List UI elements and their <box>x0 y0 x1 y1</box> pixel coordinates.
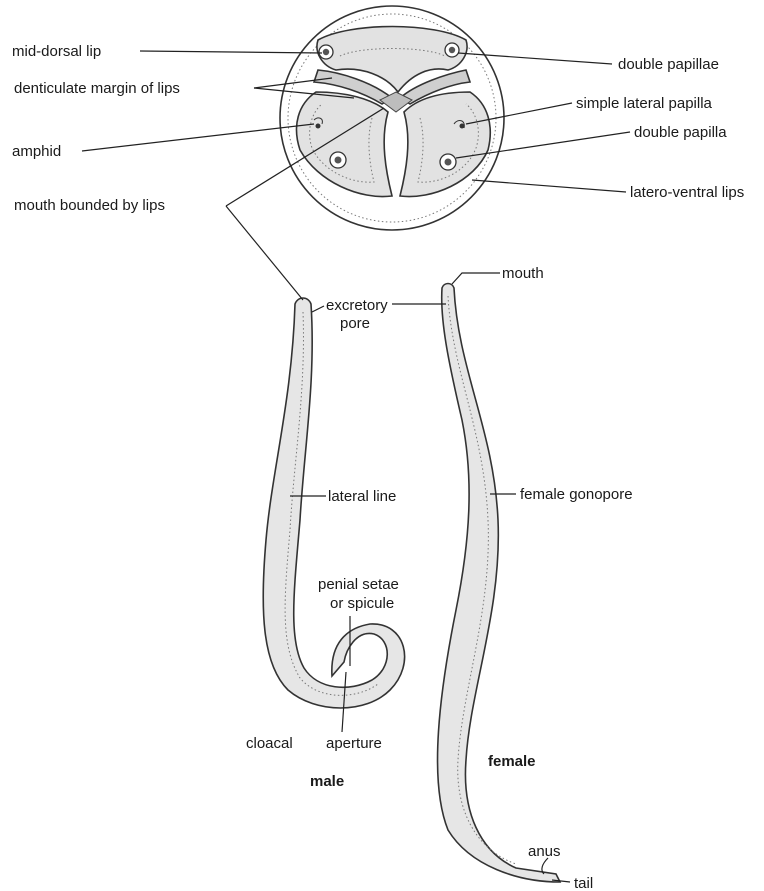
double-papilla-dorsal-left <box>319 45 333 59</box>
label-amphid: amphid <box>12 143 61 160</box>
label-anus: anus <box>528 843 561 860</box>
label-cloacal: cloacal <box>246 735 293 752</box>
label-excretory-pore-1: excretory <box>326 297 388 314</box>
lead-mid-dorsal-lip <box>140 51 322 53</box>
label-female: female <box>488 753 536 770</box>
label-mouth-bounded-by-lips: mouth bounded by lips <box>14 197 165 214</box>
female-body <box>438 284 560 883</box>
label-double-papillae: double papillae <box>618 56 719 73</box>
label-mouth: mouth <box>502 265 544 282</box>
lead-mouth-bounded-2 <box>226 206 303 300</box>
label-female-gonopore: female gonopore <box>520 486 633 503</box>
label-double-papilla: double papilla <box>634 124 727 141</box>
lead-mouth <box>452 273 500 284</box>
label-tail: tail <box>574 875 593 891</box>
label-denticulate-margin: denticulate margin of lips <box>14 80 180 97</box>
label-latero-ventral-lips: latero-ventral lips <box>630 184 744 201</box>
label-mid-dorsal-lip: mid-dorsal lip <box>12 43 101 60</box>
label-penial-setae-2: or spicule <box>330 595 394 612</box>
label-simple-lateral-papilla: simple lateral papilla <box>576 95 713 112</box>
amphid-mark <box>316 124 321 129</box>
lead-amphid <box>82 124 314 151</box>
double-papilla-ventral-left <box>330 152 346 168</box>
head-en-face-view <box>280 6 504 230</box>
double-papilla-dorsal-right <box>445 43 459 57</box>
label-excretory-pore-2: pore <box>340 315 370 332</box>
lead-latero-ventral-lips <box>472 180 626 192</box>
label-lateral-line: lateral line <box>328 488 396 505</box>
label-penial-setae-1: penial setae <box>318 576 399 593</box>
lead-excretory-pore-male <box>312 306 324 312</box>
label-aperture: aperture <box>326 735 382 752</box>
double-papilla-ventral-right <box>440 154 456 170</box>
female-worm <box>438 284 560 883</box>
label-male: male <box>310 773 344 790</box>
